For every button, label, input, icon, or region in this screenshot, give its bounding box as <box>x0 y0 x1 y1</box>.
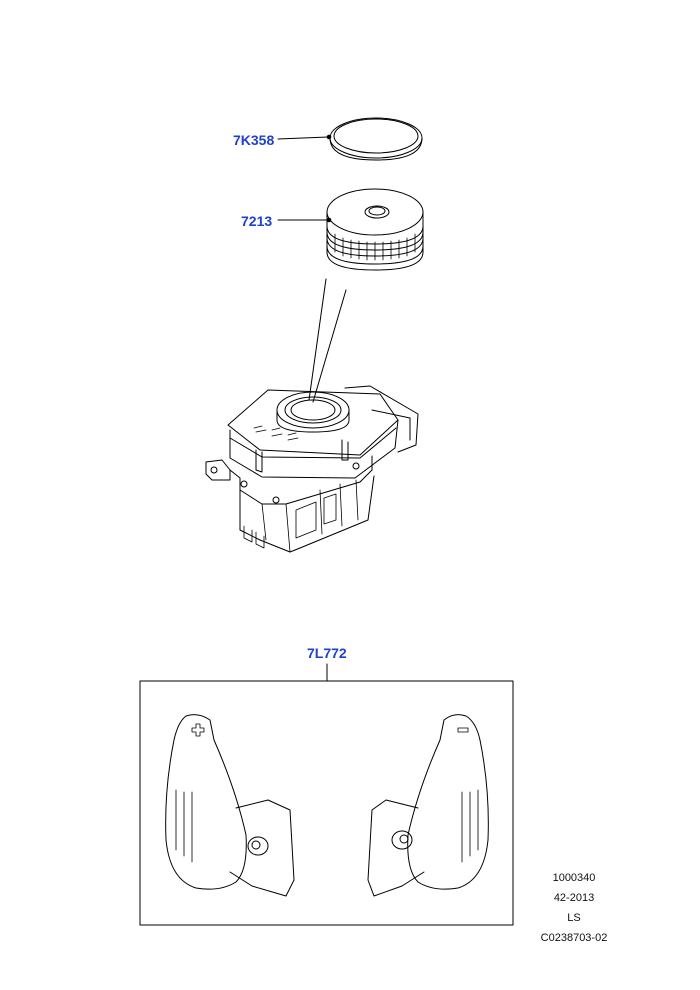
assembly-lines <box>308 278 347 403</box>
knob-part <box>326 188 424 271</box>
callout-cap[interactable]: 7K358 <box>233 132 275 148</box>
plus-icon <box>191 723 205 737</box>
callout-paddles[interactable]: 7L772 <box>307 645 347 661</box>
leader-line-knob <box>277 217 332 223</box>
paddles-frame <box>139 680 514 926</box>
reference-block: 1000340 42-2013 LS C0238703-02 <box>514 872 634 952</box>
minus-icon <box>457 727 469 733</box>
cap-part <box>329 117 423 161</box>
leader-line-cap <box>277 134 332 140</box>
callout-knob[interactable]: 7213 <box>241 213 273 229</box>
reference-illustration-id: C0238703-02 <box>540 932 608 944</box>
reference-code: LS <box>567 912 581 924</box>
reference-number: 1000340 <box>552 872 596 884</box>
shifter-module <box>205 385 419 553</box>
left-paddle-plus <box>165 714 295 897</box>
reference-date: 42-2013 <box>553 892 595 904</box>
right-paddle-minus <box>367 714 489 897</box>
